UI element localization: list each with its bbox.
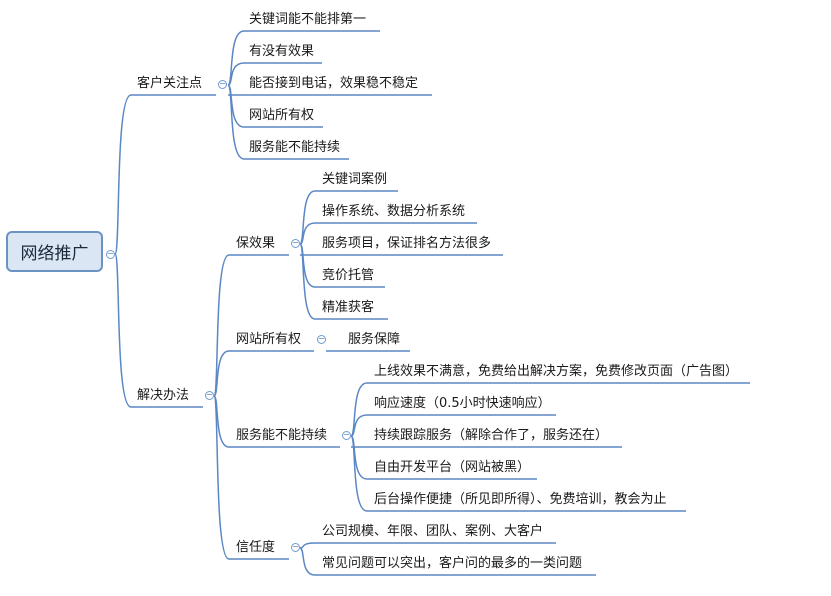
subtopic-trust[interactable]: 信任度: [236, 540, 276, 555]
collapse-minus-icon[interactable]: −: [218, 79, 227, 89]
leaf-topic[interactable]: 上线效果不满意，免费给出解决方案，免费修改页面（广告图）: [374, 364, 739, 379]
root-topic-label: 网络推广: [20, 244, 89, 264]
connector-line: [350, 435, 368, 512]
connector-line: [299, 222, 316, 245]
connector-line: [213, 350, 230, 397]
connector-line: [227, 62, 245, 86]
connector-line: [114, 253, 132, 408]
collapse-minus-icon[interactable]: −: [291, 238, 300, 248]
collapse-minus-icon[interactable]: −: [342, 430, 351, 440]
leaf-topic[interactable]: 响应速度（0.5小时快速响应）: [374, 396, 551, 411]
subtopic[interactable]: 服务能不能持续: [249, 140, 341, 155]
leaf-topic[interactable]: 关键词案例: [322, 172, 388, 187]
connector-line: [114, 94, 132, 255]
leaf-topic[interactable]: 服务保障: [348, 332, 401, 347]
collapse-minus-icon[interactable]: −: [317, 334, 326, 344]
collapse-minus-icon[interactable]: −: [106, 249, 115, 259]
connector-line: [350, 382, 368, 437]
leaf-topic[interactable]: 后台操作便捷（所见即所得）、免费培训，教会为止: [374, 492, 667, 507]
subtopic[interactable]: 有没有效果: [249, 44, 315, 59]
subtopic[interactable]: 网站所有权: [249, 108, 315, 123]
root-topic[interactable]: 网络推广: [6, 231, 103, 272]
branch-topic-solutions[interactable]: 解决办法: [137, 388, 190, 403]
collapse-minus-icon[interactable]: −: [205, 390, 214, 400]
connector-line: [299, 190, 316, 245]
branch-topic-customer-concerns[interactable]: 客户关注点: [137, 76, 203, 91]
connector-line: [350, 414, 368, 437]
leaf-topic[interactable]: 常见问题可以突出，客户问的最多的一类问题: [322, 556, 583, 571]
leaf-topic[interactable]: 自由开发平台（网站被黑）: [374, 460, 531, 475]
leaf-topic[interactable]: 持续跟踪服务（解除合作了，服务还在）: [374, 428, 609, 443]
subtopic[interactable]: 关键词能不能排第一: [249, 12, 367, 27]
collapse-minus-icon[interactable]: −: [291, 542, 300, 552]
connector-line: [299, 542, 316, 549]
leaf-topic[interactable]: 服务项目，保证排名方法很多: [322, 236, 492, 251]
connector-line: [213, 254, 230, 397]
leaf-topic[interactable]: 精准获客: [322, 300, 375, 315]
leaf-topic[interactable]: 竞价托管: [322, 268, 375, 283]
connector-line: [213, 395, 230, 560]
leaf-topic[interactable]: 公司规模、年限、团队、案例、大客户: [322, 524, 544, 539]
subtopic[interactable]: 能否接到电话，效果稳不稳定: [249, 76, 419, 91]
subtopic-site-ownership[interactable]: 网站所有权: [236, 332, 302, 347]
connector-line: [299, 243, 316, 320]
subtopic-guarantee-effect[interactable]: 保效果: [236, 236, 276, 251]
connector-line: [299, 547, 316, 576]
leaf-topic[interactable]: 操作系统、数据分析系统: [322, 204, 466, 219]
subtopic-service-continuity[interactable]: 服务能不能持续: [236, 428, 328, 443]
connector-line: [227, 30, 245, 86]
connector-line: [227, 84, 245, 160]
